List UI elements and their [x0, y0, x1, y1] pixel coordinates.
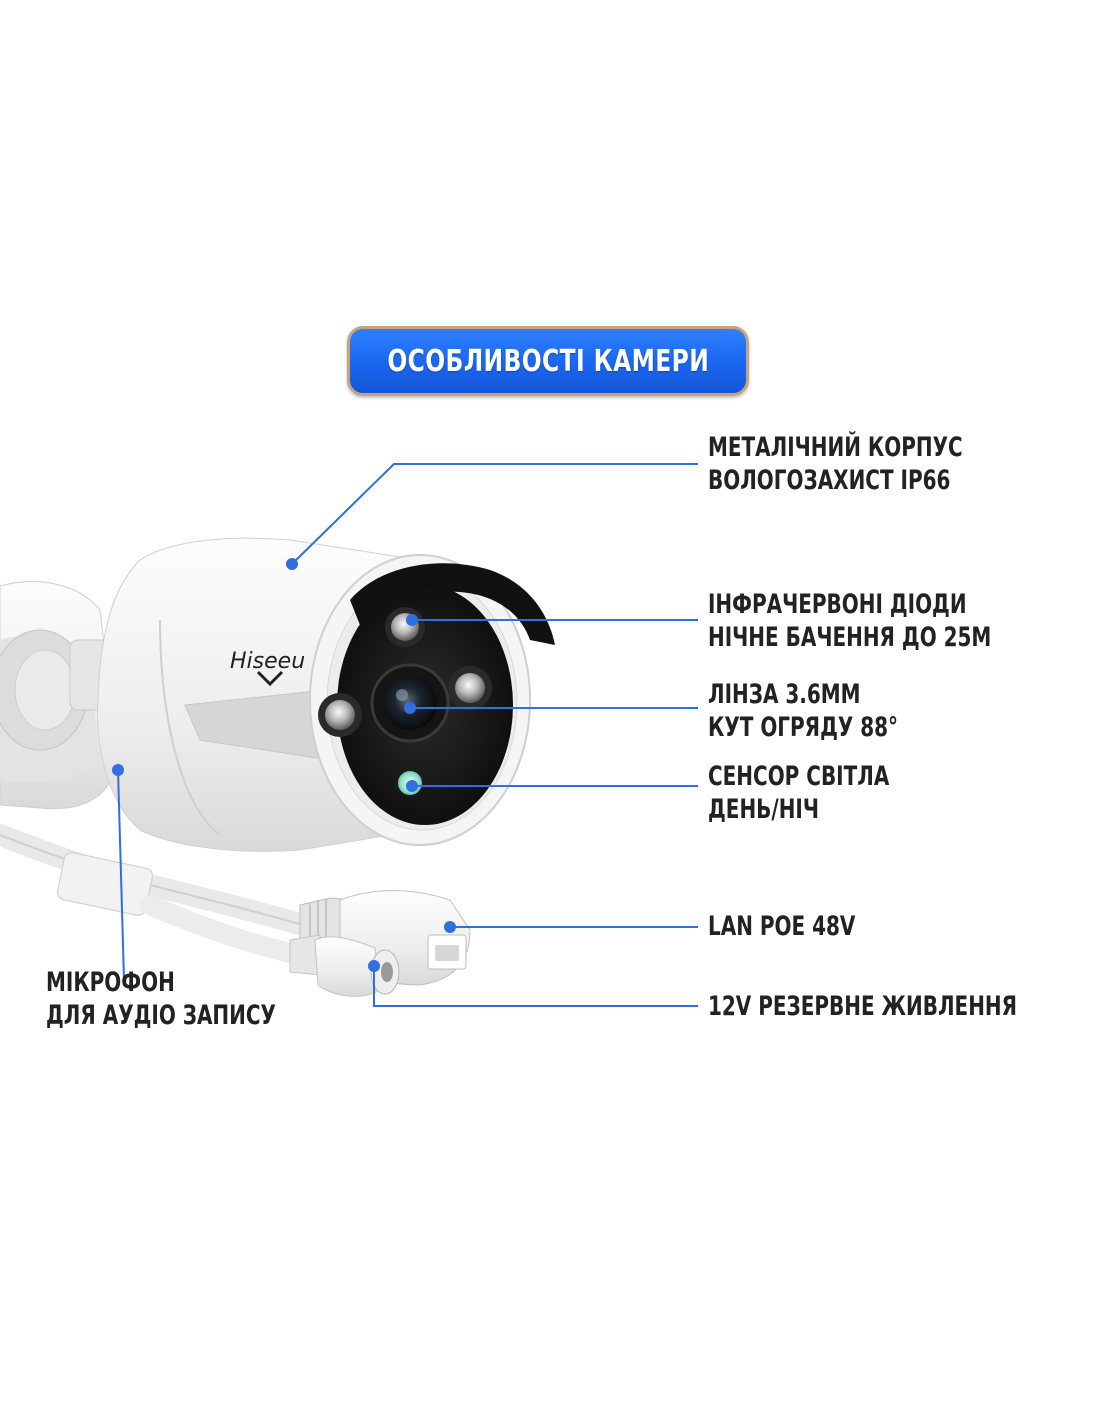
mount-bracket	[0, 581, 119, 810]
brand-logo: Hiseeu	[230, 649, 305, 687]
ir-led-right	[448, 666, 492, 710]
camera-body	[97, 537, 555, 852]
dot-lan	[444, 921, 456, 933]
dot-power	[368, 960, 380, 972]
label-lens: ЛІНЗА 3.6ММ КУТ ОГРЯДУ 88°	[708, 678, 898, 744]
camera-cable	[0, 824, 340, 972]
label-lens-line2: КУТ ОГРЯДУ 88°	[708, 712, 899, 743]
dot-sensor	[406, 780, 418, 792]
dot-lens	[404, 702, 416, 714]
dot-mic	[112, 764, 124, 776]
label-power-line1: 12V РЕЗЕРВНЕ ЖИВЛЕННЯ	[708, 991, 1018, 1022]
label-mic-line2: ДЛЯ АУДІО ЗАПИСУ	[46, 1000, 276, 1031]
leader-lines	[117, 463, 698, 1007]
brand-logo-text: Hiseeu	[230, 649, 305, 674]
label-ir-line2: НІЧНЕ БАЧЕННЯ ДО 25М	[708, 622, 992, 653]
title-badge: ОСОБЛИВОСТІ КАМЕРИ	[347, 326, 749, 396]
label-housing-line2: ВОЛОГОЗАХИСТ IP66	[708, 465, 951, 496]
label-sensor-line1: СЕНСОР СВІТЛА	[708, 761, 890, 792]
dot-housing	[286, 558, 298, 570]
leader-power	[373, 966, 698, 1007]
label-lan: LAN POE 48V	[708, 910, 855, 943]
dot-ir	[406, 614, 418, 626]
label-mic-line1: МІКРОФОН	[46, 967, 175, 998]
ir-led-top	[385, 607, 425, 647]
label-mic: МІКРОФОН ДЛЯ АУДІО ЗАПИСУ	[46, 966, 276, 1032]
ir-led-left	[318, 693, 362, 737]
label-housing-line1: МЕТАЛІЧНИЙ КОРПУС	[708, 432, 963, 463]
leader-housing	[291, 463, 698, 565]
label-ir: ІНФРАЧЕРВОНІ ДІОДИ НІЧНЕ БАЧЕННЯ ДО 25М	[708, 588, 991, 654]
label-power: 12V РЕЗЕРВНЕ ЖИВЛЕННЯ	[708, 990, 1017, 1023]
label-ir-line1: ІНФРАЧЕРВОНІ ДІОДИ	[708, 589, 967, 620]
page-title: ОСОБЛИВОСТІ КАМЕРИ	[387, 343, 709, 379]
leader-mic	[117, 769, 125, 981]
power-connector	[289, 934, 400, 997]
label-lens-line1: ЛІНЗА 3.6ММ	[708, 679, 861, 710]
label-lan-line1: LAN POE 48V	[708, 911, 856, 942]
label-housing: МЕТАЛІЧНИЙ КОРПУС ВОЛОГОЗАХИСТ IP66	[708, 431, 963, 497]
label-sensor: СЕНСОР СВІТЛА ДЕНЬ/НІЧ	[708, 760, 889, 826]
label-sensor-line2: ДЕНЬ/НІЧ	[708, 794, 819, 825]
lan-connector	[299, 890, 471, 986]
leader-dots	[112, 558, 456, 972]
